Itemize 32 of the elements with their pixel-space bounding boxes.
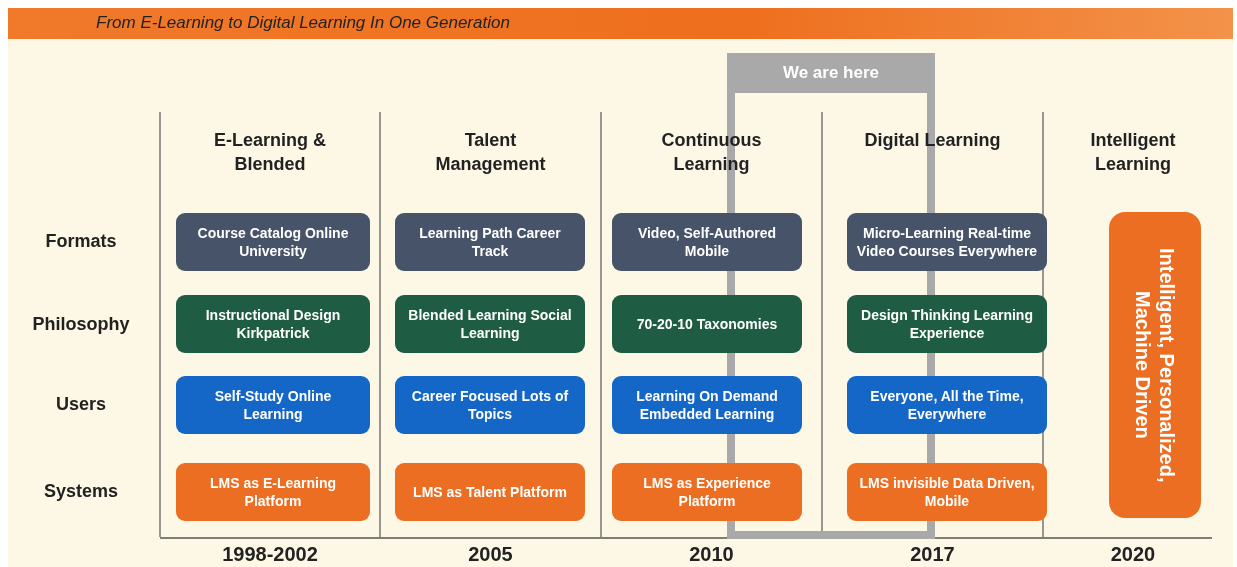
title: From E-Learning to Digital Learning In One Generation (96, 13, 510, 33)
row-heading: Systems (42, 481, 120, 502)
row-heading: Philosophy (31, 314, 131, 335)
column-heading: Intelligent Learning (1089, 129, 1177, 176)
format-box: Micro-Learning Real-time Video Courses Everywhere (847, 213, 1047, 271)
users-box: Career Focused Lots of Topics (395, 376, 585, 434)
format-box: Learning Path Career Track (395, 213, 585, 271)
format-box: Video, Self-Authored Mobile (612, 213, 802, 271)
systems-box: LMS as Experience Platform (612, 463, 802, 521)
systems-box: LMS invisible Data Driven, Mobile (847, 463, 1047, 521)
year-label: 2017 (909, 543, 956, 566)
philosophy-box: Instructional Design Kirkpatrick (176, 295, 370, 353)
systems-box: LMS as Talent Platform (395, 463, 585, 521)
users-box: Everyone, All the Time, Everywhere (847, 376, 1047, 434)
year-label: 2020 (1109, 543, 1157, 566)
philosophy-box: 70-20-10 Taxonomies (612, 295, 802, 353)
year-label: 2005 (467, 543, 514, 566)
column-heading: Talent Management (434, 129, 547, 176)
philosophy-box: Blended Learning Social Learning (395, 295, 585, 353)
year-label: 2010 (688, 543, 735, 566)
row-heading: Formats (44, 231, 118, 252)
column-heading: Digital Learning (863, 129, 1002, 152)
year-label: 1998-2002 (221, 543, 319, 566)
vision-box: Intelligent, Personalized, Machine Driven (1109, 212, 1201, 518)
format-box: Course Catalog Online University (176, 213, 370, 271)
column-heading: Continuous Learning (660, 129, 763, 176)
users-box: Self-Study Online Learning (176, 376, 370, 434)
philosophy-box: Design Thinking Learning Experience (847, 295, 1047, 353)
users-box: Learning On Demand Embedded Learning (612, 376, 802, 434)
systems-box: LMS as E-Learning Platform (176, 463, 370, 521)
column-heading: E-Learning & Blended (213, 129, 327, 176)
row-heading: Users (54, 394, 107, 415)
